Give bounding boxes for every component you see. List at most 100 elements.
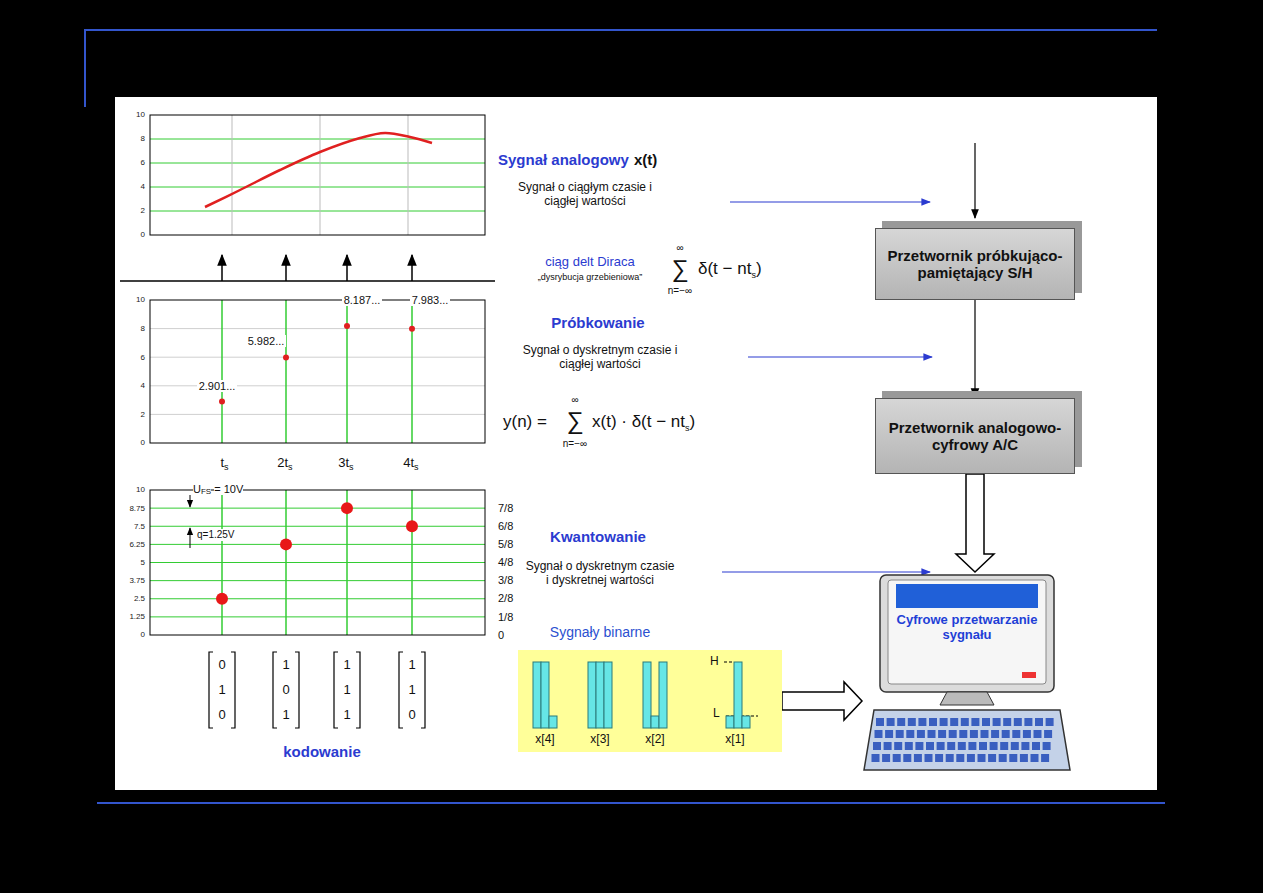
level-line	[150, 598, 485, 599]
subscript: s	[349, 462, 354, 472]
key	[884, 742, 892, 750]
level-line	[150, 544, 485, 545]
node-heading: Cyfrowe przetwarzanie sygnału	[877, 612, 1057, 642]
subscript: s	[685, 423, 690, 433]
key	[1009, 754, 1017, 762]
sample-line	[346, 300, 348, 443]
code-bit: 0	[282, 683, 289, 698]
node-text: H	[710, 654, 719, 668]
signal-curve	[205, 133, 432, 207]
signal-name: x(t)	[634, 151, 657, 168]
comb-axis	[120, 280, 495, 282]
level-fraction: 2/8	[498, 592, 513, 605]
sample-value: 7.983...	[410, 294, 451, 307]
level-line	[150, 580, 485, 581]
computer-drawing	[862, 572, 1072, 777]
full-scale-label: = 10V	[214, 483, 243, 496]
grid-line	[150, 414, 485, 415]
key	[1024, 718, 1032, 726]
key	[915, 742, 923, 750]
axis-tick: 10	[136, 295, 145, 304]
axis-tick: 10	[136, 485, 145, 494]
sample-dot	[344, 323, 350, 329]
sample-dot	[409, 326, 415, 332]
key	[968, 742, 976, 750]
content-panel	[115, 97, 1157, 790]
key	[1032, 742, 1040, 750]
code-bit: 1	[282, 708, 289, 723]
key	[981, 730, 989, 738]
level-fraction: 3/8	[498, 574, 513, 587]
description: Sygnał o dyskretnym czasie i dyskretnej …	[525, 560, 675, 588]
subscript: s	[288, 462, 293, 472]
bit-pulse	[742, 716, 750, 728]
analog-chart	[150, 115, 485, 235]
binary-signals-panel: Sygnały binarneHLx[4]x[3]x[2]x[1]	[518, 650, 782, 752]
subscript: s	[751, 270, 756, 280]
code-bit: 0	[408, 708, 415, 723]
sample-line	[411, 300, 413, 443]
frame-line	[85, 30, 1157, 107]
sum-limit: ∞	[676, 242, 683, 254]
grid-line	[232, 115, 233, 235]
key	[982, 718, 990, 726]
code-bit: 1	[408, 658, 415, 673]
key	[1002, 730, 1010, 738]
description: Sygnał o ciągłym czasie i ciągłej wartoś…	[500, 181, 670, 209]
dirac-comb	[120, 255, 495, 281]
axis-tick: 2	[141, 410, 145, 419]
monitor-stand	[940, 692, 994, 705]
axis-tick: 1.25	[129, 612, 145, 621]
subscript: s	[224, 462, 229, 472]
bit-pulse	[604, 662, 612, 728]
node-title: Przetwornik próbkująco-pamiętający S/H	[884, 247, 1066, 281]
level-line	[150, 616, 485, 617]
dirac-impulse	[221, 255, 223, 281]
chart-frame	[150, 300, 485, 443]
node-heading: Sygnały binarne	[550, 624, 650, 640]
bit-pulse	[533, 662, 541, 728]
pointer-arrow	[730, 201, 930, 202]
formula: x(t) · δ(t − nt	[592, 412, 685, 432]
pointer-arrow	[748, 356, 932, 357]
axis-tick: 2.5	[134, 594, 145, 603]
sample-dot	[283, 354, 289, 360]
node-text: x[4]	[535, 732, 554, 746]
sh-converter-box: Przetwornik próbkująco-pamiętający S/H	[875, 228, 1075, 300]
time-label: 4t	[403, 456, 414, 471]
axis-tick: 6	[141, 158, 145, 167]
code-bit: 1	[408, 683, 415, 698]
time-label: 3t	[338, 456, 349, 471]
key	[906, 730, 914, 738]
node-text: x[3]	[590, 732, 609, 746]
code-bit: 0	[218, 658, 225, 673]
key	[875, 730, 883, 738]
level-fraction: 1/8	[498, 611, 513, 624]
key	[970, 730, 978, 738]
quantized-dot	[406, 520, 418, 532]
node-text: x[1]	[725, 732, 744, 746]
level-fraction: 5/8	[498, 538, 513, 551]
key	[993, 718, 1001, 726]
bit-pulse	[596, 662, 604, 728]
level-line	[150, 526, 485, 527]
axis-tick: 0	[141, 630, 145, 639]
bracket	[209, 652, 213, 728]
bit-pulse	[541, 662, 549, 728]
key	[894, 742, 902, 750]
key	[925, 754, 933, 762]
quantized-chart	[150, 490, 485, 635]
comb-note: „dysrybucja grzebieniowa”	[538, 272, 643, 282]
key	[1031, 754, 1039, 762]
key	[887, 718, 895, 726]
code-bit: 1	[343, 658, 350, 673]
level-fraction: 0	[498, 629, 504, 642]
bracket	[399, 652, 403, 728]
sample-value: 8.187...	[342, 294, 383, 307]
sample-line	[221, 490, 223, 635]
key	[950, 718, 958, 726]
key	[1034, 730, 1042, 738]
key	[967, 754, 975, 762]
bit-pulse	[734, 662, 742, 728]
